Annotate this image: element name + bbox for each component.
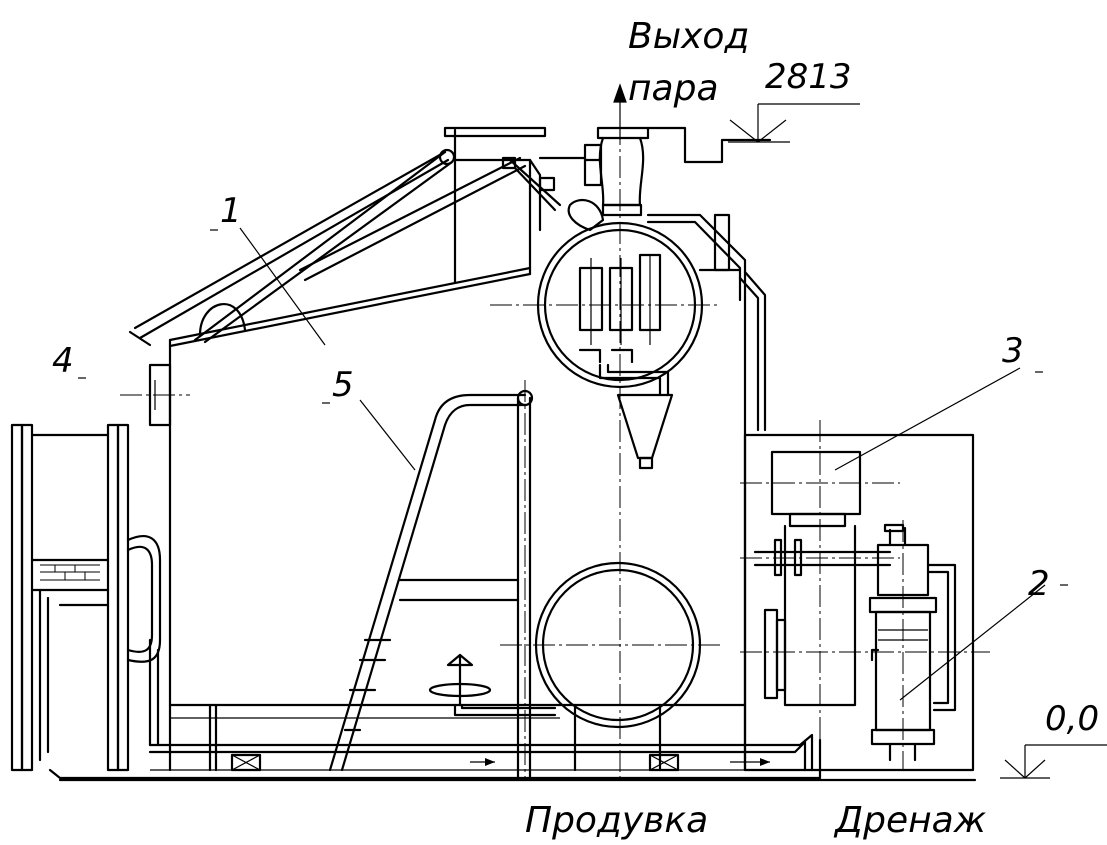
blowdown-header (48, 733, 822, 780)
elevation-top-value: 2813 (765, 57, 852, 97)
blowdown-valve (208, 653, 557, 772)
steam-outlet-label-1: Выход (628, 16, 749, 57)
riser-pipe (646, 213, 767, 432)
elevation-ground: 0,0 (1000, 699, 1107, 779)
burner-unit (10, 423, 162, 772)
callout-leaders (78, 227, 1068, 701)
inclined-pipes (128, 148, 605, 347)
callout-1: 1 (220, 191, 242, 231)
steam-outlet (538, 83, 772, 217)
blowdown-label: Продувка (525, 800, 708, 841)
boiler-casing (120, 126, 747, 772)
elevation-ground-value: 0,0 (1045, 699, 1099, 739)
elevation-top: 2813 (728, 57, 860, 143)
pump-unit (740, 420, 990, 780)
callout-5: 5 (332, 365, 354, 405)
callout-4: 4 (52, 341, 74, 381)
filter-column (868, 520, 957, 770)
steam-outlet-label-2: пара (628, 68, 719, 109)
callout-3: 3 (1002, 331, 1024, 371)
callout-2: 2 (1028, 564, 1050, 604)
drain-label: Дренаж (833, 800, 987, 841)
downcomer-pipe (328, 380, 534, 782)
lower-drum (500, 561, 720, 772)
